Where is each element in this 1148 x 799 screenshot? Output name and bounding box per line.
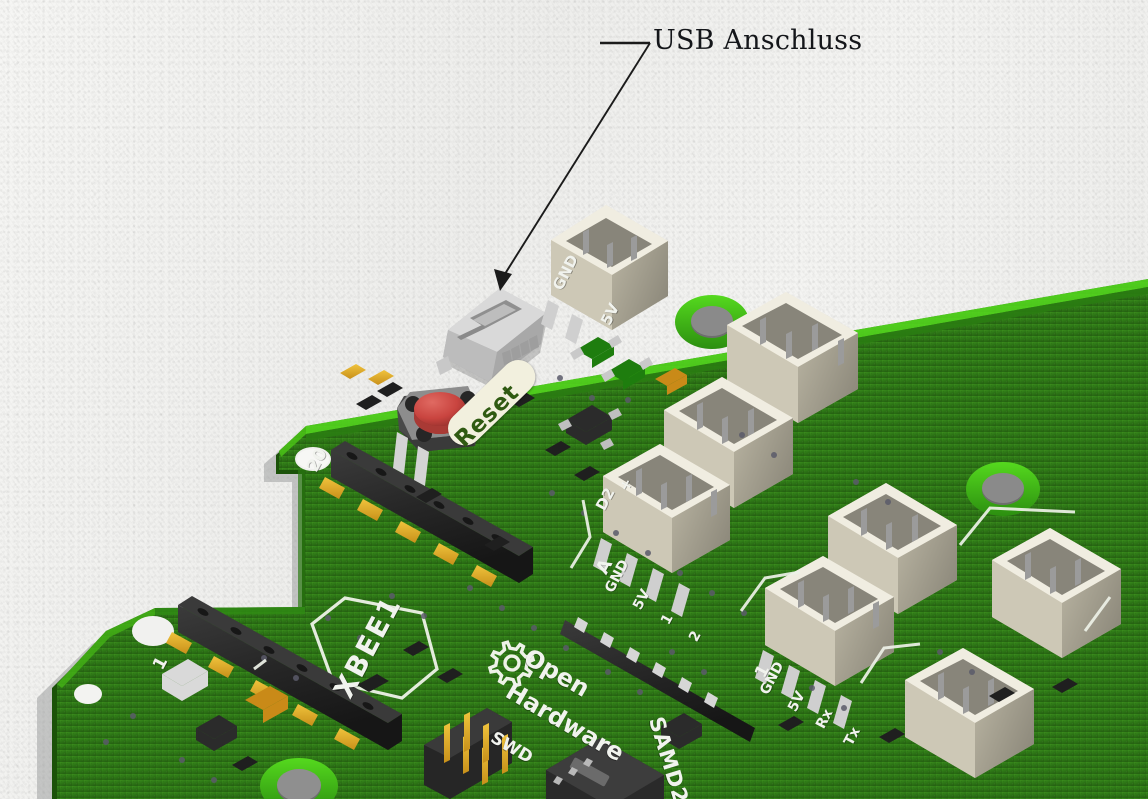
grove-connector xyxy=(992,528,1121,658)
silkscreen-lines xyxy=(253,499,1112,684)
pin-header-strip xyxy=(560,617,755,742)
mounting-hole xyxy=(675,295,749,349)
leader-arrowhead xyxy=(494,269,512,291)
grove-connector xyxy=(541,205,668,344)
samd21-mcu xyxy=(546,738,664,799)
mounting-holes xyxy=(74,295,1040,799)
grove-connector xyxy=(654,377,793,518)
xbee-socket-2 xyxy=(166,596,402,750)
solder-pads xyxy=(319,477,497,587)
mounting-hole xyxy=(966,462,1040,516)
grove-connector xyxy=(593,444,730,617)
mounting-hole xyxy=(132,616,174,646)
annotation-label-usb: USB Anschluss xyxy=(653,25,863,56)
open-hardware-gear-icon xyxy=(487,640,536,688)
annotation-leader xyxy=(494,41,651,291)
grove-connector xyxy=(755,556,894,729)
leader-diagonal xyxy=(502,42,651,278)
grove-connector xyxy=(905,648,1034,778)
smd-components xyxy=(103,335,1078,783)
mounting-hole xyxy=(74,684,102,704)
swd-header xyxy=(424,708,512,799)
mounting-hole xyxy=(295,447,331,471)
mounting-hole xyxy=(260,758,338,799)
